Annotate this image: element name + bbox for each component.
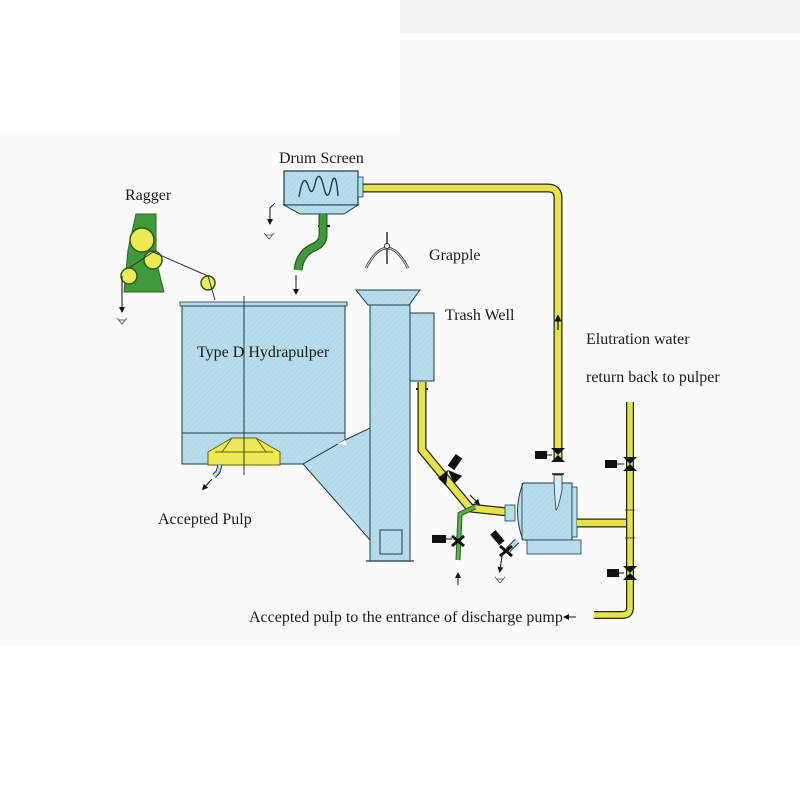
- label-elutriation-1: Elutration water: [586, 331, 690, 348]
- label-accepted-pulp: Accepted Pulp: [158, 511, 252, 528]
- valve-return-pipe[interactable]: [535, 448, 565, 462]
- label-hydrapulper: Type D Hydrapulper: [197, 344, 330, 361]
- elutriation-return-pipe: [362, 183, 563, 460]
- valve-discharge-lower[interactable]: [607, 566, 637, 580]
- dilution-inlet-pipe: [432, 504, 477, 585]
- actuator-icon: [535, 451, 547, 459]
- ragger: [116, 213, 216, 325]
- label-trash-well: Trash Well: [445, 307, 515, 324]
- trash-well-pipe: [417, 382, 509, 517]
- actuator-icon: [447, 453, 463, 471]
- actuator-icon: [432, 535, 446, 543]
- pump: [504, 473, 582, 555]
- label-grapple: Grapple: [429, 247, 481, 264]
- grapple-icon: [364, 232, 410, 269]
- label-ragger: Ragger: [125, 187, 172, 204]
- actuator-icon: [605, 460, 617, 468]
- screw-icon: [298, 175, 339, 198]
- hydrapulper: [179, 296, 348, 491]
- label-elutriation-2: return back to pulper: [586, 369, 720, 386]
- valve-trash-pipe[interactable]: [438, 453, 463, 486]
- valve-pump-drain[interactable]: [490, 530, 520, 584]
- discharge-pipe: [577, 402, 635, 619]
- drum-screen: [263, 170, 364, 295]
- discharge-symbol-icon: [116, 317, 128, 325]
- valve-discharge-upper[interactable]: [605, 457, 637, 471]
- actuator-icon: [607, 569, 619, 577]
- top-right-band: [400, 33, 800, 134]
- label-discharge: Accepted pulp to the entrance of dischar…: [249, 609, 563, 626]
- actuator-icon: [490, 530, 505, 546]
- label-drum-screen: Drum Screen: [279, 150, 364, 167]
- trash-well: [302, 289, 435, 562]
- top-gray-band: [400, 0, 800, 33]
